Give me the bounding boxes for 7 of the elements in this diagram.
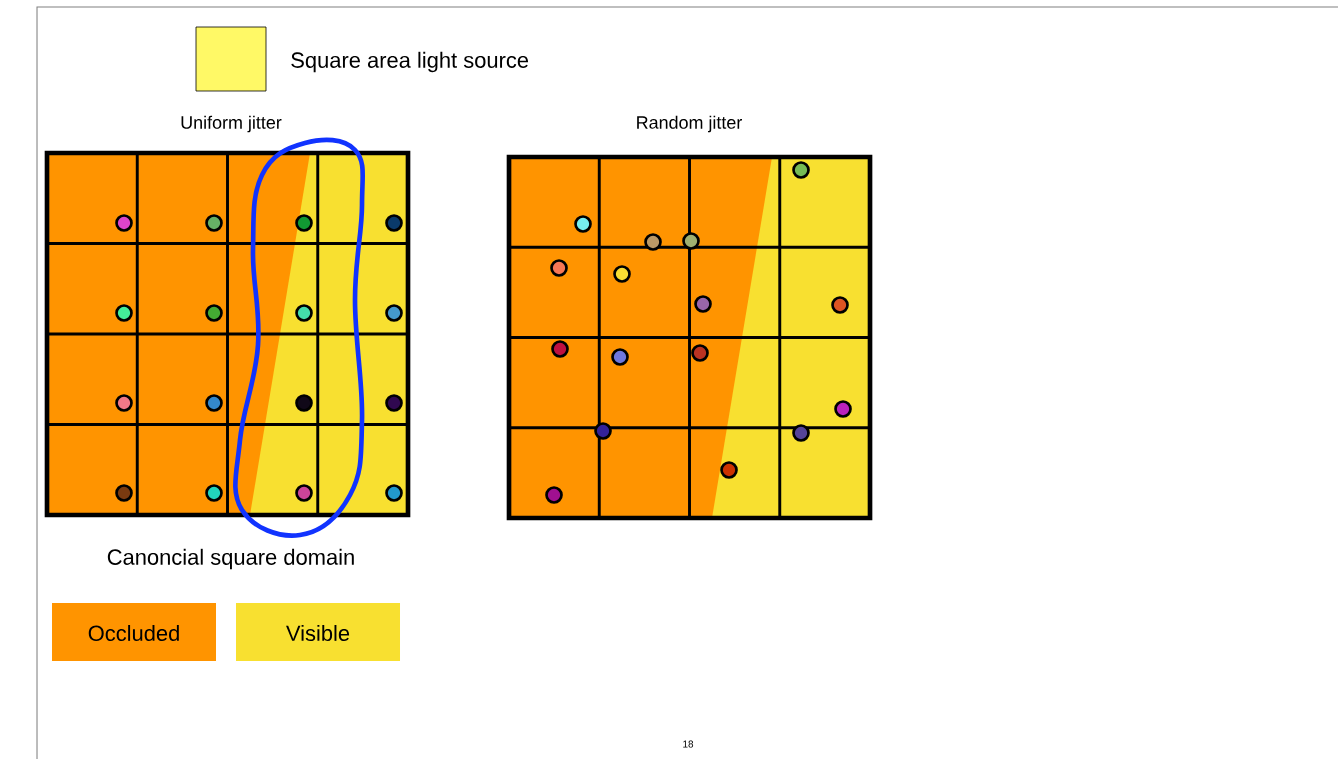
- legend-text: Square area light source: [291, 51, 529, 73]
- caption-text: 18: [683, 740, 694, 748]
- legend-text: Visible: [286, 624, 350, 642]
- caption-text: Uniform jitter: [181, 115, 282, 133]
- legend-text: Occluded: [88, 624, 179, 642]
- caption-text: Canoncial square domain: [107, 548, 354, 570]
- caption-text: Random jitter: [637, 115, 742, 133]
